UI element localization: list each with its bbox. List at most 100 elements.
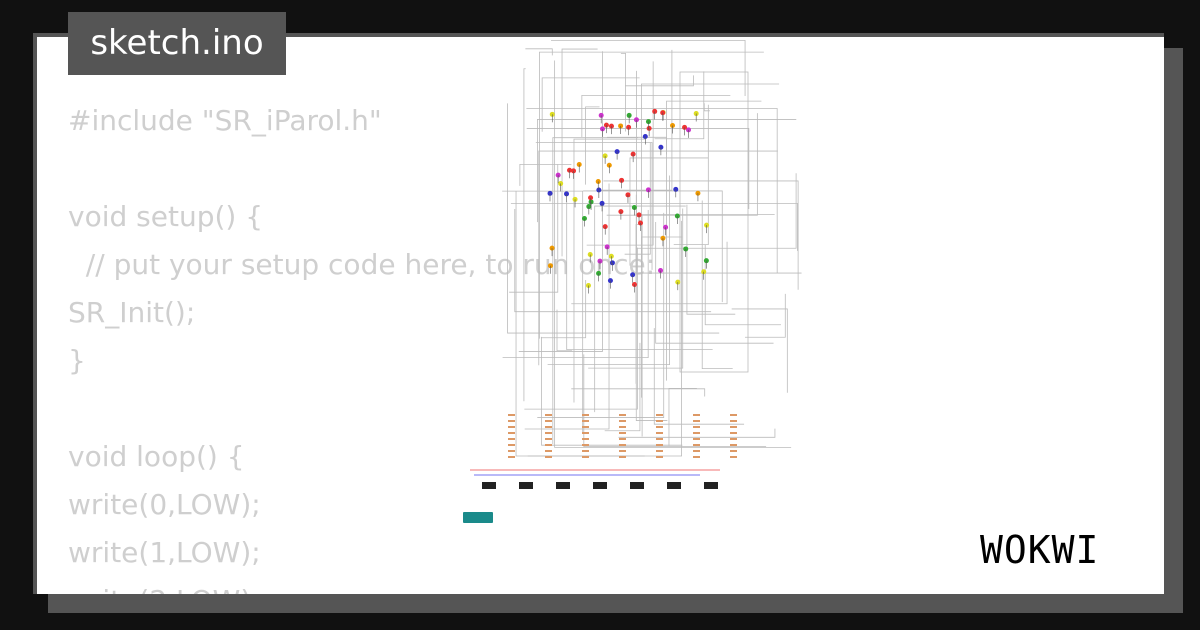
wire [641,236,683,398]
resistor [508,450,515,452]
resistor [693,420,700,422]
led [686,127,692,133]
wire [537,119,797,223]
file-tab: sketch.ino [68,12,286,75]
resistor [693,444,700,446]
wire [600,49,673,191]
resistor [582,420,589,422]
resistor [730,414,737,416]
resistor [730,426,737,428]
wire [629,157,709,266]
resistor [693,426,700,428]
code-preview: #include "SR_iParol.h" void setup() { //… [68,97,655,594]
resistor [656,420,663,422]
wire [519,163,572,186]
circuit-diagram [463,39,802,523]
wire [507,103,720,334]
wire [686,204,736,315]
wire [673,104,709,246]
wire [556,309,573,352]
code-line: void loop() { [68,440,245,473]
code-line: #include "SR_iParol.h" [68,104,382,137]
resistor [545,450,552,452]
wire [603,180,799,290]
resistor [693,456,700,458]
resistor [508,414,515,416]
resistor [545,456,552,458]
wokwi-logo: WOKWI [980,528,1100,572]
resistor [619,438,626,440]
code-line: write(0,LOW); [68,488,261,521]
resistor [730,444,737,446]
shift-register-chip [593,482,607,489]
wire [509,164,559,293]
wire [641,214,775,437]
resistor [619,450,626,452]
resistor [545,414,552,416]
resistor [619,426,626,428]
wire [561,48,598,257]
led [596,270,602,276]
resistor [619,432,626,434]
wire [537,212,665,418]
wire [583,190,723,303]
resistor [619,456,626,458]
resistor [656,414,663,416]
resistor [582,414,589,416]
led [682,124,688,130]
wire [588,208,684,369]
wire [653,328,745,425]
resistor [508,456,515,458]
resistor [508,426,515,428]
led [630,151,636,157]
wire [620,53,626,132]
resistor [582,432,589,434]
resistor [693,432,700,434]
wire [679,71,749,373]
shift-register-chip [667,482,681,489]
resistor [693,438,700,440]
wire [704,244,781,326]
resistor [508,432,515,434]
shift-register-chip [556,482,570,489]
resistor [582,426,589,428]
wire [701,200,733,370]
wire [744,293,786,338]
resistor [582,444,589,446]
resistor [545,426,552,428]
wire [540,280,587,339]
wire [636,70,802,274]
resistor [730,456,737,458]
wire [585,106,600,185]
wire [554,60,792,448]
wire [538,150,778,366]
wire [552,137,639,445]
resistor [508,420,515,422]
wire [541,77,640,132]
wire [625,75,694,87]
code-line: void setup() { [68,200,264,233]
wire [571,388,706,397]
resistor [656,438,663,440]
wire [502,210,649,359]
wire [571,241,728,305]
resistor [656,456,663,458]
wire [535,142,653,270]
wire [526,108,778,274]
wire [635,173,797,249]
resistor [730,438,737,440]
resistor [693,414,700,416]
wire [703,103,710,112]
resistor [545,444,552,446]
resistor [619,420,626,422]
wire [526,128,750,209]
wire [666,100,762,381]
shift-register-chip [482,482,496,489]
shift-register-chip [704,482,718,489]
wire [515,191,645,457]
resistor [730,450,737,452]
wire [541,336,683,446]
resistor [508,438,515,440]
resistor [730,420,737,422]
wire [551,39,746,97]
